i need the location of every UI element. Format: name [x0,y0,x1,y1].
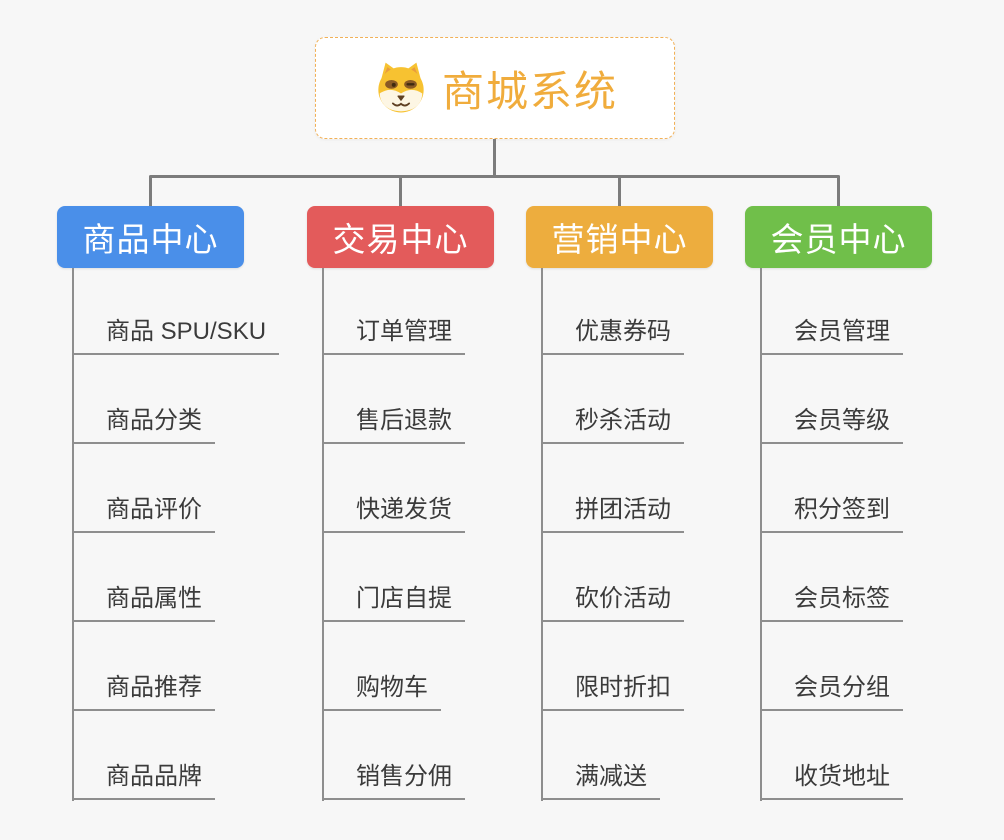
leaf-row: 会员标签 [760,533,903,622]
branch-spine [760,268,762,801]
leaf-node[interactable]: 售后退款 [322,400,465,444]
leaf-node[interactable]: 会员管理 [760,311,903,355]
leaf-row: 砍价活动 [541,533,684,622]
leaf-node[interactable]: 优惠券码 [541,311,684,355]
leaf-node[interactable]: 砍价活动 [541,578,684,622]
branch-header[interactable]: 商品中心 [57,206,244,268]
leaf-node[interactable]: 积分签到 [760,489,903,533]
leaf-node[interactable]: 会员等级 [760,400,903,444]
branch-leaves: 优惠券码 秒杀活动 拼团活动 砍价活动 限时折扣 满减送 [541,266,684,800]
leaf-row: 优惠券码 [541,266,684,355]
leaf-node[interactable]: 订单管理 [322,311,465,355]
branch-leaves: 订单管理 售后退款 快递发货 门店自提 购物车 销售分佣 [322,266,465,800]
root-title: 商城系统 [441,67,618,115]
connector-branch-drop [149,176,152,208]
leaf-row: 秒杀活动 [541,355,684,444]
leaf-row: 商品 SPU/SKU [72,266,280,355]
leaf-node[interactable]: 销售分佣 [322,756,465,800]
leaf-node[interactable]: 收货地址 [760,756,903,800]
branch-header[interactable]: 营销中心 [526,206,713,268]
branch-leaves: 商品 SPU/SKU 商品分类 商品评价 商品属性 商品推荐 商品品牌 [72,266,280,800]
connector-bus [149,175,840,178]
leaf-row: 售后退款 [322,355,465,444]
leaf-row: 商品推荐 [72,622,279,711]
leaf-node[interactable]: 购物车 [322,667,441,711]
branch-label: 商品中心 [82,221,219,258]
leaf-row: 门店自提 [322,533,465,622]
leaf-row: 销售分佣 [322,711,465,800]
leaf-node[interactable]: 商品推荐 [72,667,215,711]
branch-spine [322,268,324,801]
leaf-node[interactable]: 满减送 [541,756,660,800]
connector-branch-drop [618,176,621,208]
branch-header[interactable]: 交易中心 [307,206,494,268]
leaf-row: 限时折扣 [541,622,684,711]
connector-branch-drop [399,176,402,208]
leaf-row: 商品属性 [72,533,279,622]
leaf-row: 满减送 [541,711,684,800]
leaf-row: 拼团活动 [541,444,684,533]
connector-branch-drop [837,176,840,208]
branch-spine [72,268,74,801]
leaf-node[interactable]: 快递发货 [322,489,465,533]
branch-header[interactable]: 会员中心 [745,206,932,268]
leaf-row: 收货地址 [760,711,903,800]
root-node[interactable]: 商城系统 [315,37,675,139]
branch-spine [541,268,543,801]
leaf-row: 会员分组 [760,622,903,711]
leaf-node[interactable]: 商品 SPU/SKU [72,311,280,355]
leaf-row: 订单管理 [322,266,465,355]
leaf-row: 商品品牌 [72,711,279,800]
leaf-row: 会员管理 [760,266,903,355]
leaf-node[interactable]: 商品评价 [72,489,215,533]
leaf-node[interactable]: 商品属性 [72,578,215,622]
leaf-row: 购物车 [322,622,465,711]
leaf-node[interactable]: 拼团活动 [541,489,684,533]
leaf-node[interactable]: 会员分组 [760,667,903,711]
shiba-dog-icon [378,62,424,113]
leaf-node[interactable]: 门店自提 [322,578,465,622]
leaf-row: 商品评价 [72,444,279,533]
branch-leaves: 会员管理 会员等级 积分签到 会员标签 会员分组 收货地址 [760,266,903,800]
leaf-node[interactable]: 商品分类 [72,400,215,444]
leaf-row: 快递发货 [322,444,465,533]
branch-label: 营销中心 [551,221,688,258]
leaf-row: 积分签到 [760,444,903,533]
leaf-row: 会员等级 [760,355,903,444]
leaf-node[interactable]: 秒杀活动 [541,400,684,444]
leaf-node[interactable]: 商品品牌 [72,756,215,800]
leaf-node[interactable]: 限时折扣 [541,667,684,711]
connector-root-stub [493,139,496,177]
branch-label: 交易中心 [332,221,469,258]
leaf-row: 商品分类 [72,355,279,444]
leaf-node[interactable]: 会员标签 [760,578,903,622]
branch-label: 会员中心 [770,221,907,258]
